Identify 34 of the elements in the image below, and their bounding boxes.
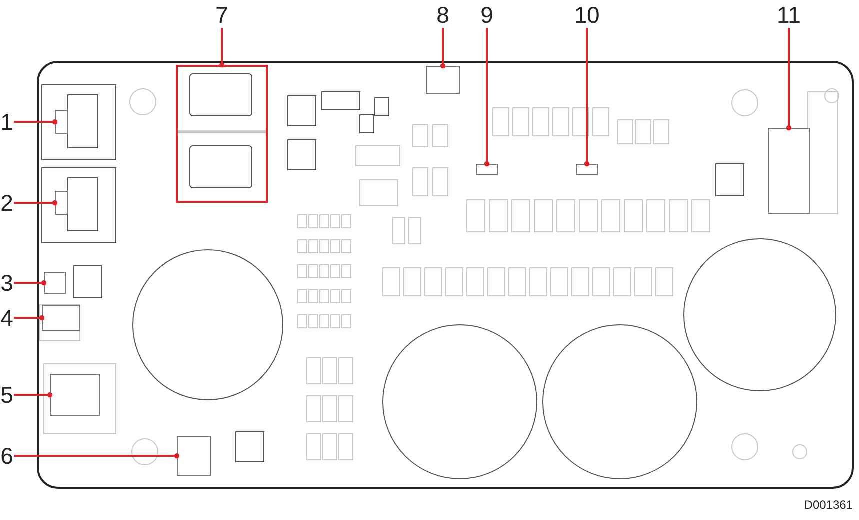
connector-part [426,66,460,94]
callout-number: 2 [0,192,14,214]
callout-number: 9 [480,4,494,26]
callout-number: 1 [0,110,14,134]
connector-tab [55,191,68,215]
callout-number: 5 [0,384,14,406]
led-part [576,164,598,175]
leader-line [584,28,590,167]
callout-number: 7 [216,4,228,26]
jack-connector [50,374,100,416]
leader-line [14,453,180,459]
leader-line [14,392,53,398]
terminal-block [768,128,810,214]
leader-line [219,28,225,68]
callout-number: 6 [0,444,14,468]
callout-number: 8 [436,4,450,26]
callout-number: 4 [0,306,14,330]
callout-number: 10 [574,4,600,26]
highlight-frame [176,65,268,203]
drawing-code: D001361 [804,497,853,514]
connector-part [177,436,211,476]
leader-line [484,28,490,167]
connector-tab [55,110,68,134]
connector-part [42,305,80,331]
callout-number: 3 [0,272,14,294]
leader-line [14,280,47,286]
leader-line [14,200,58,206]
pin-header [44,272,66,294]
leader-line [786,28,792,131]
led-part [476,164,498,175]
leader-line [14,119,58,125]
leader-line [440,28,446,69]
callout-number: 11 [777,4,801,26]
leader-line [14,315,45,321]
